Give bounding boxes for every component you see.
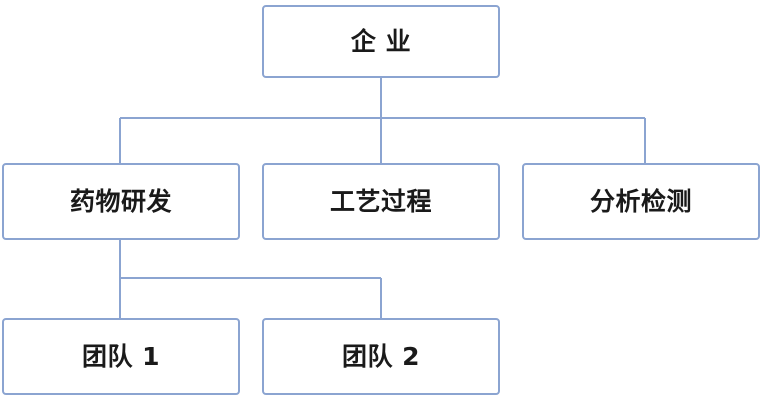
node-process-label: 工艺过程 [329,186,432,216]
node-enterprise[interactable]: 企 业 [262,5,500,78]
node-team-2[interactable]: 团队 2 [262,318,500,395]
node-drug-rd[interactable]: 药物研发 [2,163,240,240]
node-team-2-label: 团队 2 [341,341,421,371]
node-enterprise-label: 企 业 [350,26,412,56]
node-analysis-label: 分析检测 [589,186,692,216]
node-team-1[interactable]: 团队 1 [2,318,240,395]
node-drug-rd-label: 药物研发 [69,186,172,216]
node-process[interactable]: 工艺过程 [262,163,500,240]
node-team-1-label: 团队 1 [81,341,161,371]
node-analysis[interactable]: 分析检测 [522,163,760,240]
